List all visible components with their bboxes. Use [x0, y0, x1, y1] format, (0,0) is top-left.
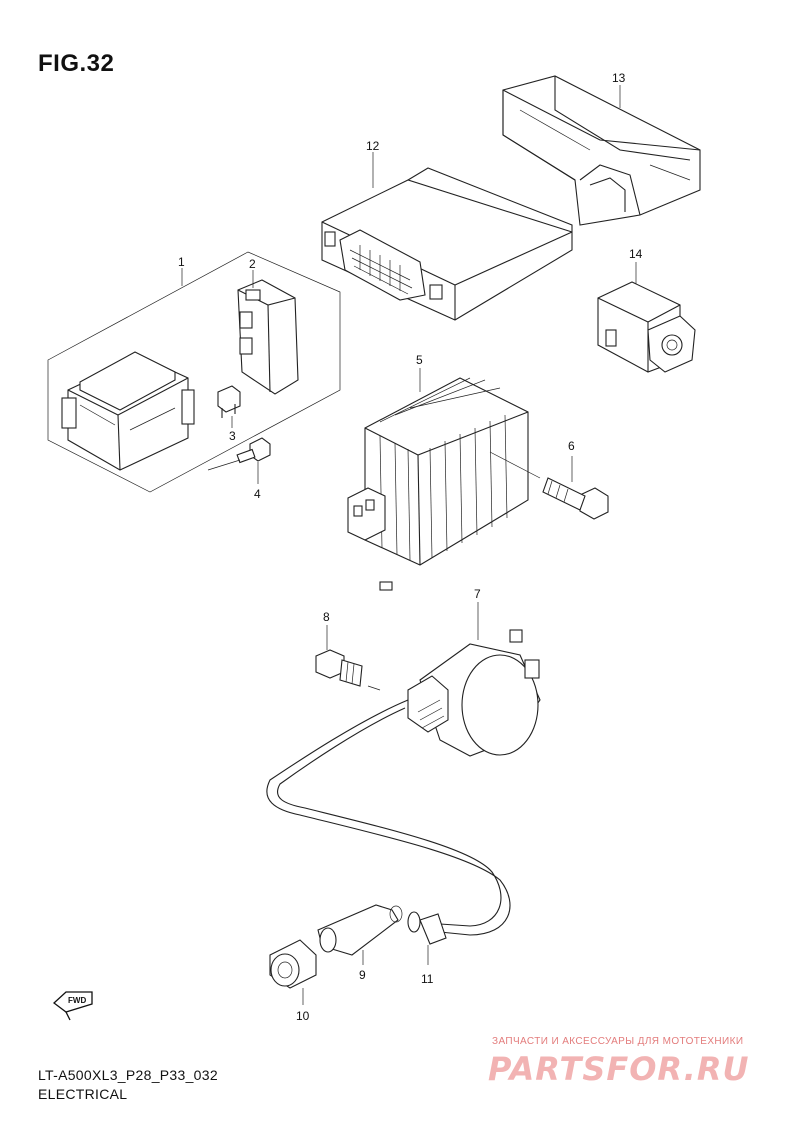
callout-11: 11 [421, 972, 434, 986]
forward-label: FWD [68, 996, 86, 1005]
part-13-cover[interactable] [502, 75, 701, 226]
part-9-plug-cap[interactable] [317, 904, 403, 956]
callout-10: 10 [296, 1009, 310, 1023]
drawing-code: LT-A500XL3_P28_P33_032 [38, 1067, 218, 1083]
part-5-regulator[interactable] [347, 377, 529, 591]
part-6-bolt[interactable] [542, 477, 609, 520]
callout-5: 5 [416, 353, 423, 367]
group-frame [47, 251, 341, 493]
watermark-brand: PARTSFOR.RU [488, 1050, 750, 1088]
part-7-ignition-coil[interactable] [266, 629, 541, 936]
part-4-screw[interactable] [236, 437, 271, 464]
part-11-boot[interactable] [407, 911, 447, 945]
callout-3: 3 [229, 429, 236, 443]
callout-8: 8 [323, 610, 330, 624]
callout-7: 7 [474, 587, 481, 601]
part-14-connector[interactable] [597, 281, 696, 373]
part-3-fuse[interactable] [217, 385, 241, 418]
callout-9: 9 [359, 968, 366, 982]
forward-arrow-icon [52, 991, 93, 1013]
callout-14: 14 [629, 247, 643, 261]
part-12-ecu[interactable] [321, 167, 573, 321]
part-2-holder[interactable] [237, 279, 299, 395]
watermark-tagline: ЗАПЧАСТИ И АКСЕССУАРЫ ДЛЯ МОТОТЕХНИКИ [492, 1036, 744, 1047]
callout-1: 1 [178, 255, 185, 269]
callout-12: 12 [366, 139, 380, 153]
guide-4 [207, 459, 241, 471]
part-1-relay[interactable] [61, 351, 195, 471]
callout-4: 4 [254, 487, 261, 501]
callout-13: 13 [612, 71, 626, 85]
section-title: ELECTRICAL [38, 1086, 128, 1102]
callout-2: 2 [249, 257, 256, 271]
guide-5-6 [489, 451, 541, 479]
figure-title: FIG.32 [38, 50, 115, 77]
guide-8-7 [367, 685, 381, 691]
forward-direction-badge: FWD [52, 991, 93, 1021]
callout-6: 6 [568, 439, 575, 453]
part-10-cover[interactable] [269, 939, 317, 989]
part-8-bolt[interactable] [315, 649, 363, 687]
